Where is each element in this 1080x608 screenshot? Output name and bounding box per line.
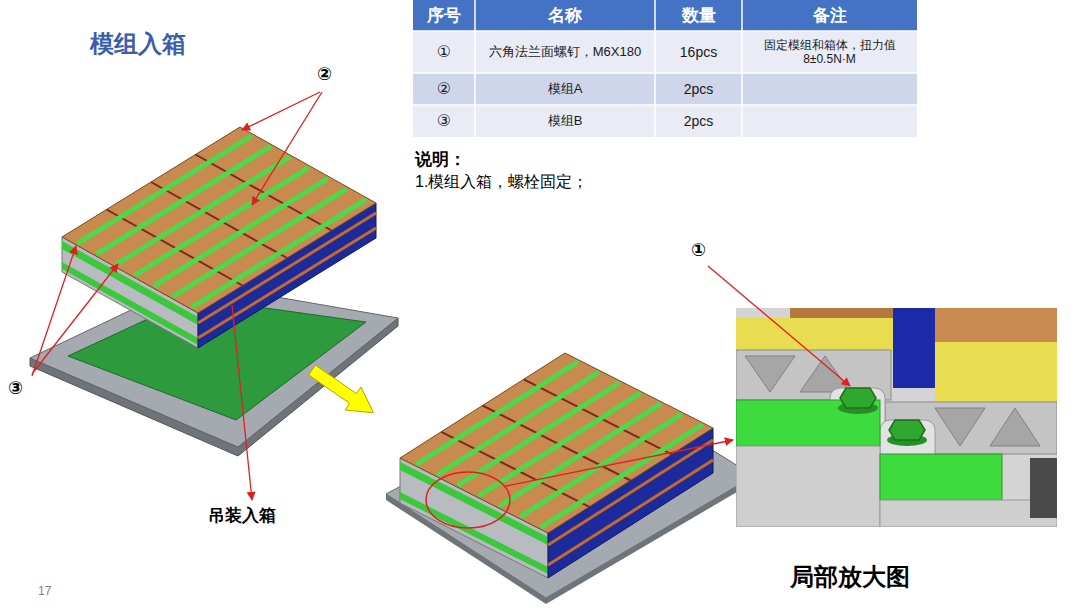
- table-cell: ①: [413, 31, 475, 73]
- end-plate-rib: [745, 356, 795, 392]
- table-cell: 模组A: [475, 73, 655, 105]
- leader-line: [708, 266, 850, 386]
- connector: [1030, 458, 1057, 518]
- pack-assembled: [386, 353, 754, 604]
- table-grid-line: [474, 0, 476, 137]
- callout-number: ②: [317, 64, 332, 85]
- busbar: [174, 190, 345, 296]
- page-number: 17: [38, 585, 51, 599]
- note-text: 1.模组入箱，螺栓固定；: [415, 173, 588, 191]
- detail-background: [736, 308, 1057, 527]
- table-cell: 固定模组和箱体，扭力值 8±0.5N·M: [742, 31, 917, 73]
- module-band: [880, 454, 1002, 500]
- table-header-cell: 序号: [413, 0, 475, 31]
- process-arrow: [309, 365, 374, 413]
- table-cell: ③: [413, 105, 475, 137]
- busbar: [98, 147, 269, 253]
- table-cell: 16pcs: [655, 31, 742, 73]
- end-plate-rib: [800, 356, 850, 392]
- bolt-head: [840, 388, 876, 408]
- leader-line: [242, 92, 320, 130]
- callout-number: ③: [8, 378, 23, 399]
- page-title: 模组入箱: [90, 28, 186, 60]
- table-cell: 2pcs: [655, 105, 742, 137]
- table-header-cell: 备注: [742, 0, 917, 31]
- cell-top: [935, 308, 1057, 342]
- cell-insulation: [736, 318, 893, 352]
- leader-line: [506, 440, 733, 486]
- table-row: [413, 31, 917, 73]
- callout-number: ①: [691, 240, 706, 261]
- busbar: [542, 426, 700, 527]
- busbar: [193, 201, 364, 307]
- table-cell: 模组B: [475, 105, 655, 137]
- busbar: [155, 179, 326, 285]
- table-grid-line: [741, 0, 743, 137]
- busbar: [522, 415, 680, 516]
- cell-insulation: [935, 342, 1057, 402]
- module-side-face: [893, 308, 935, 388]
- bolt-head: [889, 420, 925, 440]
- module-lifted: [62, 127, 376, 348]
- end-plate-rib: [935, 408, 985, 446]
- leader-line: [232, 305, 252, 500]
- table-cell: 2pcs: [655, 73, 742, 105]
- part-label: 吊装入箱: [208, 506, 276, 526]
- table-cell: ②: [413, 73, 475, 105]
- table-grid-line: [413, 104, 917, 106]
- busbar: [117, 158, 288, 264]
- table-header-cell: 数量: [655, 0, 742, 31]
- table-header-cell: 名称: [475, 0, 655, 31]
- busbar: [136, 169, 307, 275]
- note-heading: 说明：: [415, 150, 466, 170]
- leader-line: [32, 264, 118, 374]
- table-grid: [413, 0, 917, 137]
- figure-caption: 局部放大图: [790, 563, 910, 591]
- table-grid-line: [413, 30, 917, 32]
- detail-circle: [426, 472, 510, 528]
- detail-view: [736, 308, 1057, 527]
- busbar: [501, 405, 659, 506]
- end-plate: [736, 446, 880, 527]
- busbars: [79, 137, 364, 306]
- table-grid-line: [413, 72, 917, 74]
- table-header-row: [413, 0, 917, 31]
- end-plate-rib: [990, 408, 1040, 446]
- busbar: [79, 137, 250, 243]
- table-cell: 六角法兰面螺钉，M6X180: [475, 31, 655, 73]
- parts-table: [413, 0, 917, 137]
- module-top-face: [400, 353, 713, 533]
- leader-lines: [32, 92, 850, 500]
- leader-line: [32, 246, 76, 376]
- table-row: [413, 73, 917, 105]
- leader-line: [252, 92, 322, 205]
- busbars: [418, 363, 701, 527]
- module-top-face: [62, 127, 376, 313]
- table-grid-line: [654, 0, 656, 137]
- table-row: [413, 105, 917, 137]
